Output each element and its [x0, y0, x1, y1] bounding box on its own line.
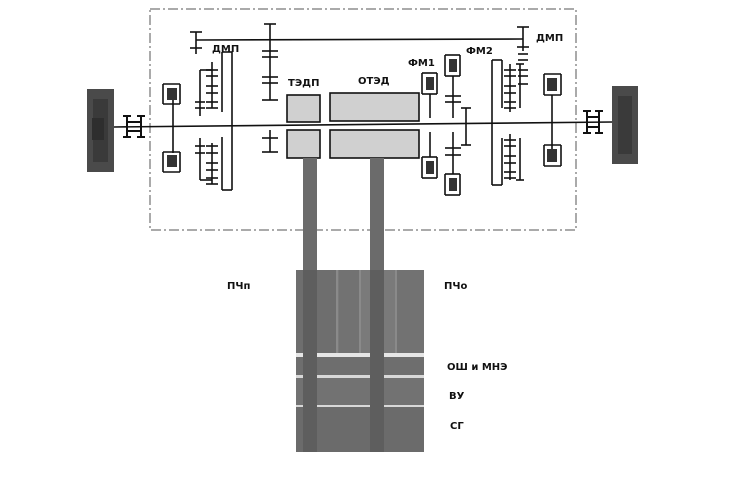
fm2-block-top	[449, 59, 457, 72]
housing-frame	[149, 8, 577, 231]
fm1-block-bottom	[426, 161, 434, 174]
main-shaft	[113, 121, 613, 128]
label-fm1: ФМ1	[408, 58, 435, 69]
label-tedp: ТЭДП	[288, 78, 319, 89]
left-axle-bearing	[123, 115, 145, 138]
right-dmp-gearset	[491, 53, 528, 186]
label-vu: ВУ	[449, 391, 465, 402]
fm2-block-bottom	[449, 178, 457, 191]
right-axle-bearing	[583, 110, 603, 134]
left-carrier	[162, 83, 181, 173]
right-wheel	[612, 86, 638, 164]
label-osh-mne: ОШ и МНЭ	[447, 362, 507, 373]
label-dmp-left: ДМП	[212, 44, 239, 55]
right-carrier	[543, 73, 562, 167]
fm1-block-top	[426, 77, 434, 90]
oted-motor-bottom	[329, 129, 420, 159]
oted-motor-top	[329, 92, 420, 122]
tedp-motor-bottom	[286, 129, 321, 159]
label-pch-o: ПЧо	[444, 281, 467, 292]
label-sg: СГ	[450, 421, 464, 432]
left-wheel	[87, 89, 114, 172]
converter-cabinet	[296, 270, 424, 452]
label-dmp-right: ДМП	[536, 33, 563, 44]
left-carrier-block-bottom	[167, 155, 177, 167]
label-oted: ОТЭД	[358, 76, 390, 87]
left-dmp-gearset	[195, 51, 233, 191]
right-carrier-block-top	[547, 78, 557, 91]
top-shaft	[195, 38, 524, 41]
right-carrier-block-bottom	[547, 149, 557, 162]
label-fm2: ФМ2	[466, 46, 493, 57]
left-carrier-block-top	[167, 88, 177, 100]
label-pch-p: ПЧп	[227, 281, 250, 292]
tedp-motor-top	[286, 94, 321, 123]
fm-clutches	[421, 54, 471, 196]
